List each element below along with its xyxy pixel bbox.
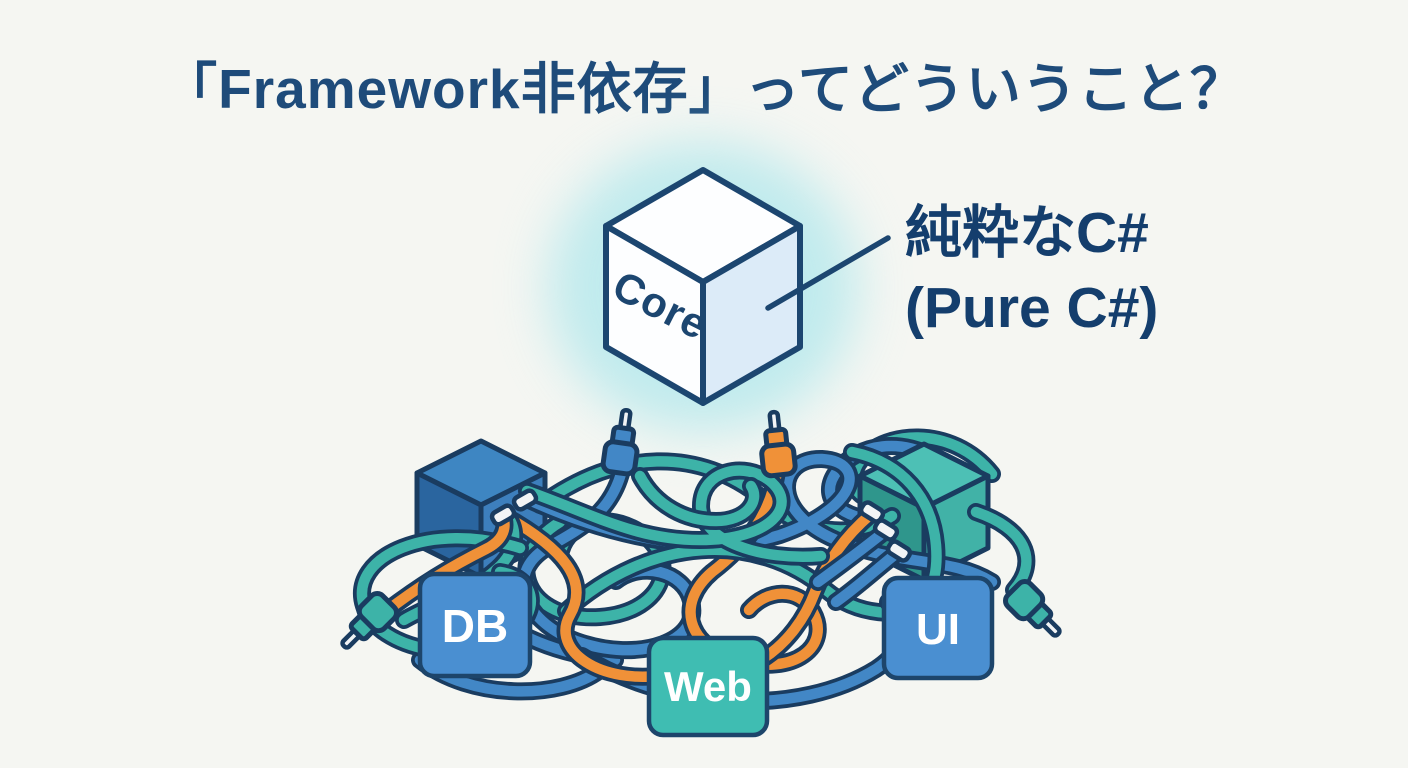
framework-box-ui-label: UI [916, 605, 960, 654]
annotation-pointer-line [765, 235, 891, 311]
core-cube-right-face [700, 223, 803, 406]
cable-collar [489, 503, 517, 527]
core-cube: Core [603, 167, 803, 406]
cable-collar [511, 488, 539, 512]
annotation-line1: 純粋なC# [905, 201, 1149, 265]
annotation-label: 純粋なC# (Pure C#) [905, 196, 1158, 346]
cable-collar [885, 539, 913, 563]
page-title: 「Framework非依存」ってどういうこと？ [162, 58, 1246, 120]
framework-box-db-label: DB [442, 600, 508, 652]
framework-box-ui: UI [881, 575, 995, 681]
framework-box-web-rect [646, 635, 770, 738]
cable-plug-top-blue [600, 407, 640, 477]
framework-box-db: DB [417, 571, 533, 679]
cable-collar [858, 500, 886, 524]
annotation-line2: (Pure C#) [905, 276, 1159, 341]
cable-plug-right [1002, 578, 1062, 638]
framework-box-ui-rect [881, 575, 995, 681]
framework-box-web-label: Web [664, 663, 752, 710]
cable-plug-left [340, 590, 400, 650]
framework-box-web: Web [646, 635, 770, 738]
cable-plug-top-orange [759, 409, 798, 479]
framework-box-db-rect [417, 571, 533, 679]
cable-collar [872, 518, 900, 542]
cable-tangle: DB Web UI [340, 407, 1062, 738]
